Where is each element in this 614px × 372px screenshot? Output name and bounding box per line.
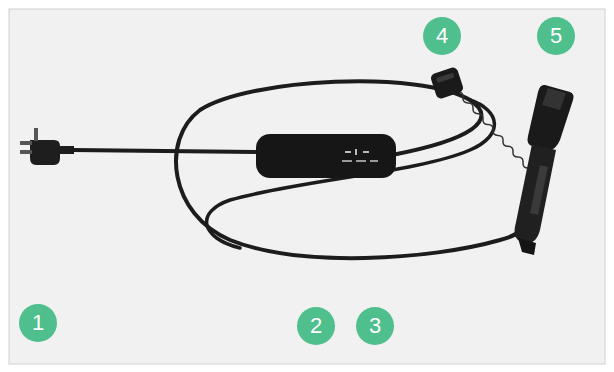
callout-number: 3 (369, 315, 381, 337)
callout-number: 1 (32, 312, 44, 334)
callout-circle: 2 (297, 307, 335, 345)
callout-circle: 3 (356, 307, 394, 345)
coiled-tether (458, 92, 528, 168)
charging-connector (514, 85, 573, 255)
callout-number: 2 (310, 315, 322, 337)
cable (72, 81, 535, 258)
callout-number: 4 (436, 25, 448, 47)
callout-circle: 5 (537, 17, 575, 55)
protective-cap (430, 66, 465, 99)
panel (9, 9, 605, 364)
callout-circle: 1 (19, 304, 57, 342)
control-box (256, 134, 396, 178)
callout-number: 5 (550, 25, 562, 47)
callout-circle: 4 (423, 17, 461, 55)
plug (20, 128, 74, 165)
